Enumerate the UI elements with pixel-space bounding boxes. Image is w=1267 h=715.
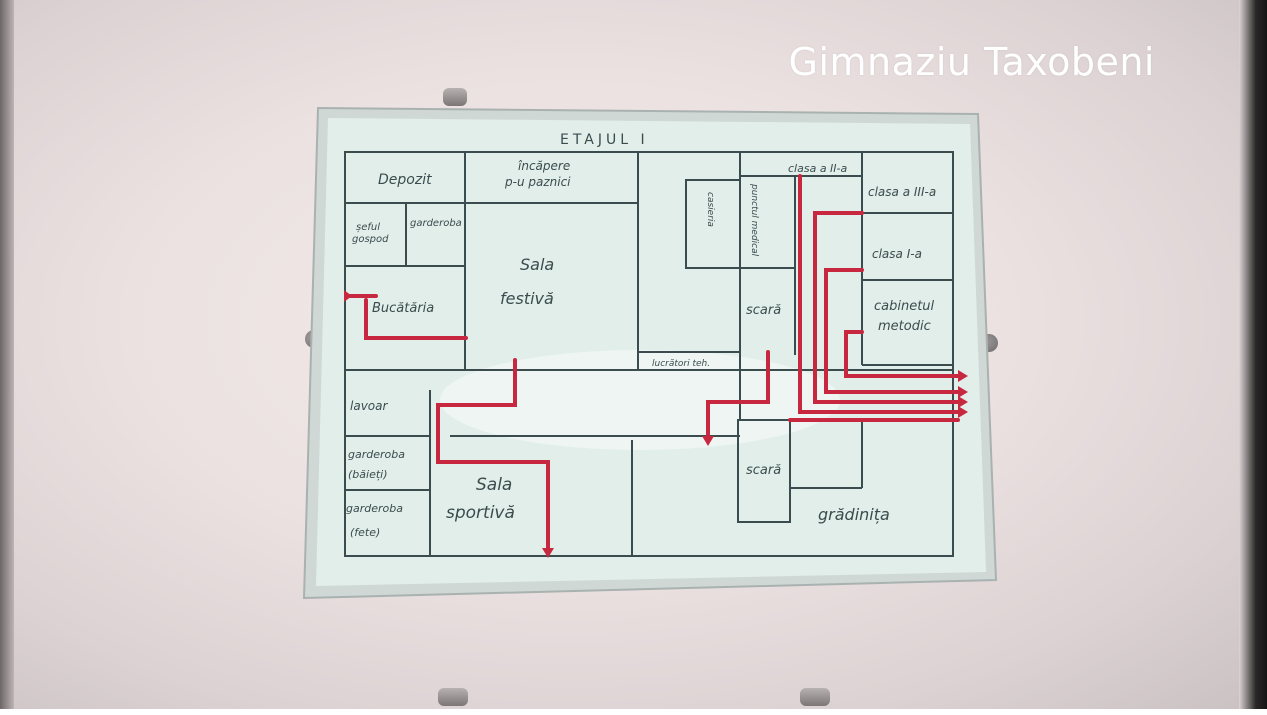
route-stairs (706, 350, 770, 442)
label-sefui-1: șeful (356, 222, 380, 233)
wall-edge-right (1239, 0, 1267, 715)
outer-wall (344, 151, 954, 557)
label-garderoba-baieti-2: (băieți) (348, 468, 388, 481)
route-class-3 (813, 211, 960, 404)
route-cabinet (844, 330, 960, 378)
label-sala-sportiva-1: Sala (476, 475, 512, 495)
label-gradinita: grădinița (818, 505, 890, 524)
label-sala-festiva-2: festivă (500, 289, 554, 308)
floor-plan-walls (344, 151, 954, 557)
bottom-hook-left (438, 688, 468, 706)
route-kitchen (364, 298, 468, 340)
label-incapere-2: p-u paznici (504, 175, 571, 189)
route-arrowheads (344, 290, 968, 558)
label-cabinetul: cabinetul (874, 299, 935, 314)
casieria-room (685, 179, 741, 269)
route-sports-hall (436, 358, 550, 552)
label-lucratori-teh: lucrători teh. (652, 359, 710, 369)
route-class-1 (824, 268, 960, 394)
label-incapere-1: încăpere (518, 159, 570, 173)
wall-edge-left (0, 0, 14, 715)
image-border-bottom (0, 709, 1267, 715)
label-bucataria: Bucătăria (372, 301, 434, 316)
label-garderoba-fete-2: (fete) (350, 526, 380, 539)
label-clasa-1: clasa I-a (872, 247, 922, 261)
label-scara-top: scară (746, 303, 781, 318)
hanging-hook-top (443, 88, 467, 106)
route-class-2 (798, 174, 960, 414)
evacuation-routes (348, 174, 960, 552)
bottom-hook-right (800, 688, 830, 706)
label-casieria: casieria (705, 192, 715, 227)
label-metodic: metodic (878, 319, 931, 334)
label-depozit: Depozit (378, 172, 432, 188)
label-garderoba-top: garderoba (410, 218, 462, 229)
label-clasa-2: clasa a II-a (788, 162, 848, 175)
label-garderoba-baieti-1: garderoba (348, 448, 405, 461)
label-sala-sportiva-2: sportivă (446, 503, 515, 523)
label-sala-festiva-1: Sala (520, 255, 554, 274)
label-punctul-medical: punctul medical (749, 183, 759, 257)
label-garderoba-fete-1: garderoba (346, 502, 403, 515)
label-sefui-2: gospod (352, 234, 389, 245)
lower-stair-room (737, 419, 791, 523)
label-lavoar: lavoar (350, 399, 388, 413)
label-scara-bottom: scară (746, 463, 781, 478)
label-clasa-3: clasa a III-a (868, 185, 936, 199)
watermark-caption: Gimnaziu Taxobeni (788, 40, 1155, 84)
plan-title: ETAJUL I (560, 132, 649, 148)
